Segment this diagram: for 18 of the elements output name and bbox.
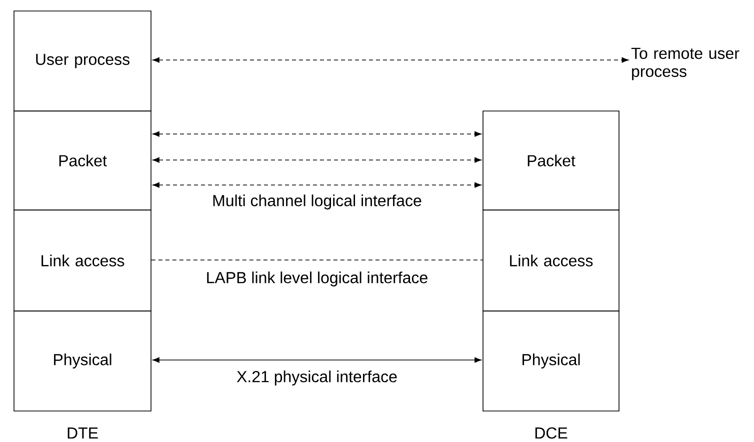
layer-box: Link access <box>482 210 620 312</box>
edge-label: Multi channel logical interface <box>211 194 423 210</box>
stack-caption: DCE <box>535 427 568 439</box>
arrow <box>152 157 482 163</box>
layer-box: Packet <box>14 110 152 210</box>
arrow <box>152 182 482 188</box>
arrow <box>152 57 629 63</box>
arrow <box>152 131 482 137</box>
layer-box: User process <box>14 10 152 112</box>
layer-box: Physical <box>14 310 152 412</box>
stack-caption: DTE <box>68 428 98 438</box>
layer-box: Physical <box>482 310 620 412</box>
layer-box: Packet <box>482 110 620 210</box>
edge-label: LAPB link level logical interface <box>204 270 430 288</box>
layer-box: Link access <box>14 210 152 312</box>
endpoint-label: To remote user process <box>631 48 740 80</box>
edge-label: X.21 physical interface <box>236 370 398 386</box>
arrow <box>152 357 482 363</box>
